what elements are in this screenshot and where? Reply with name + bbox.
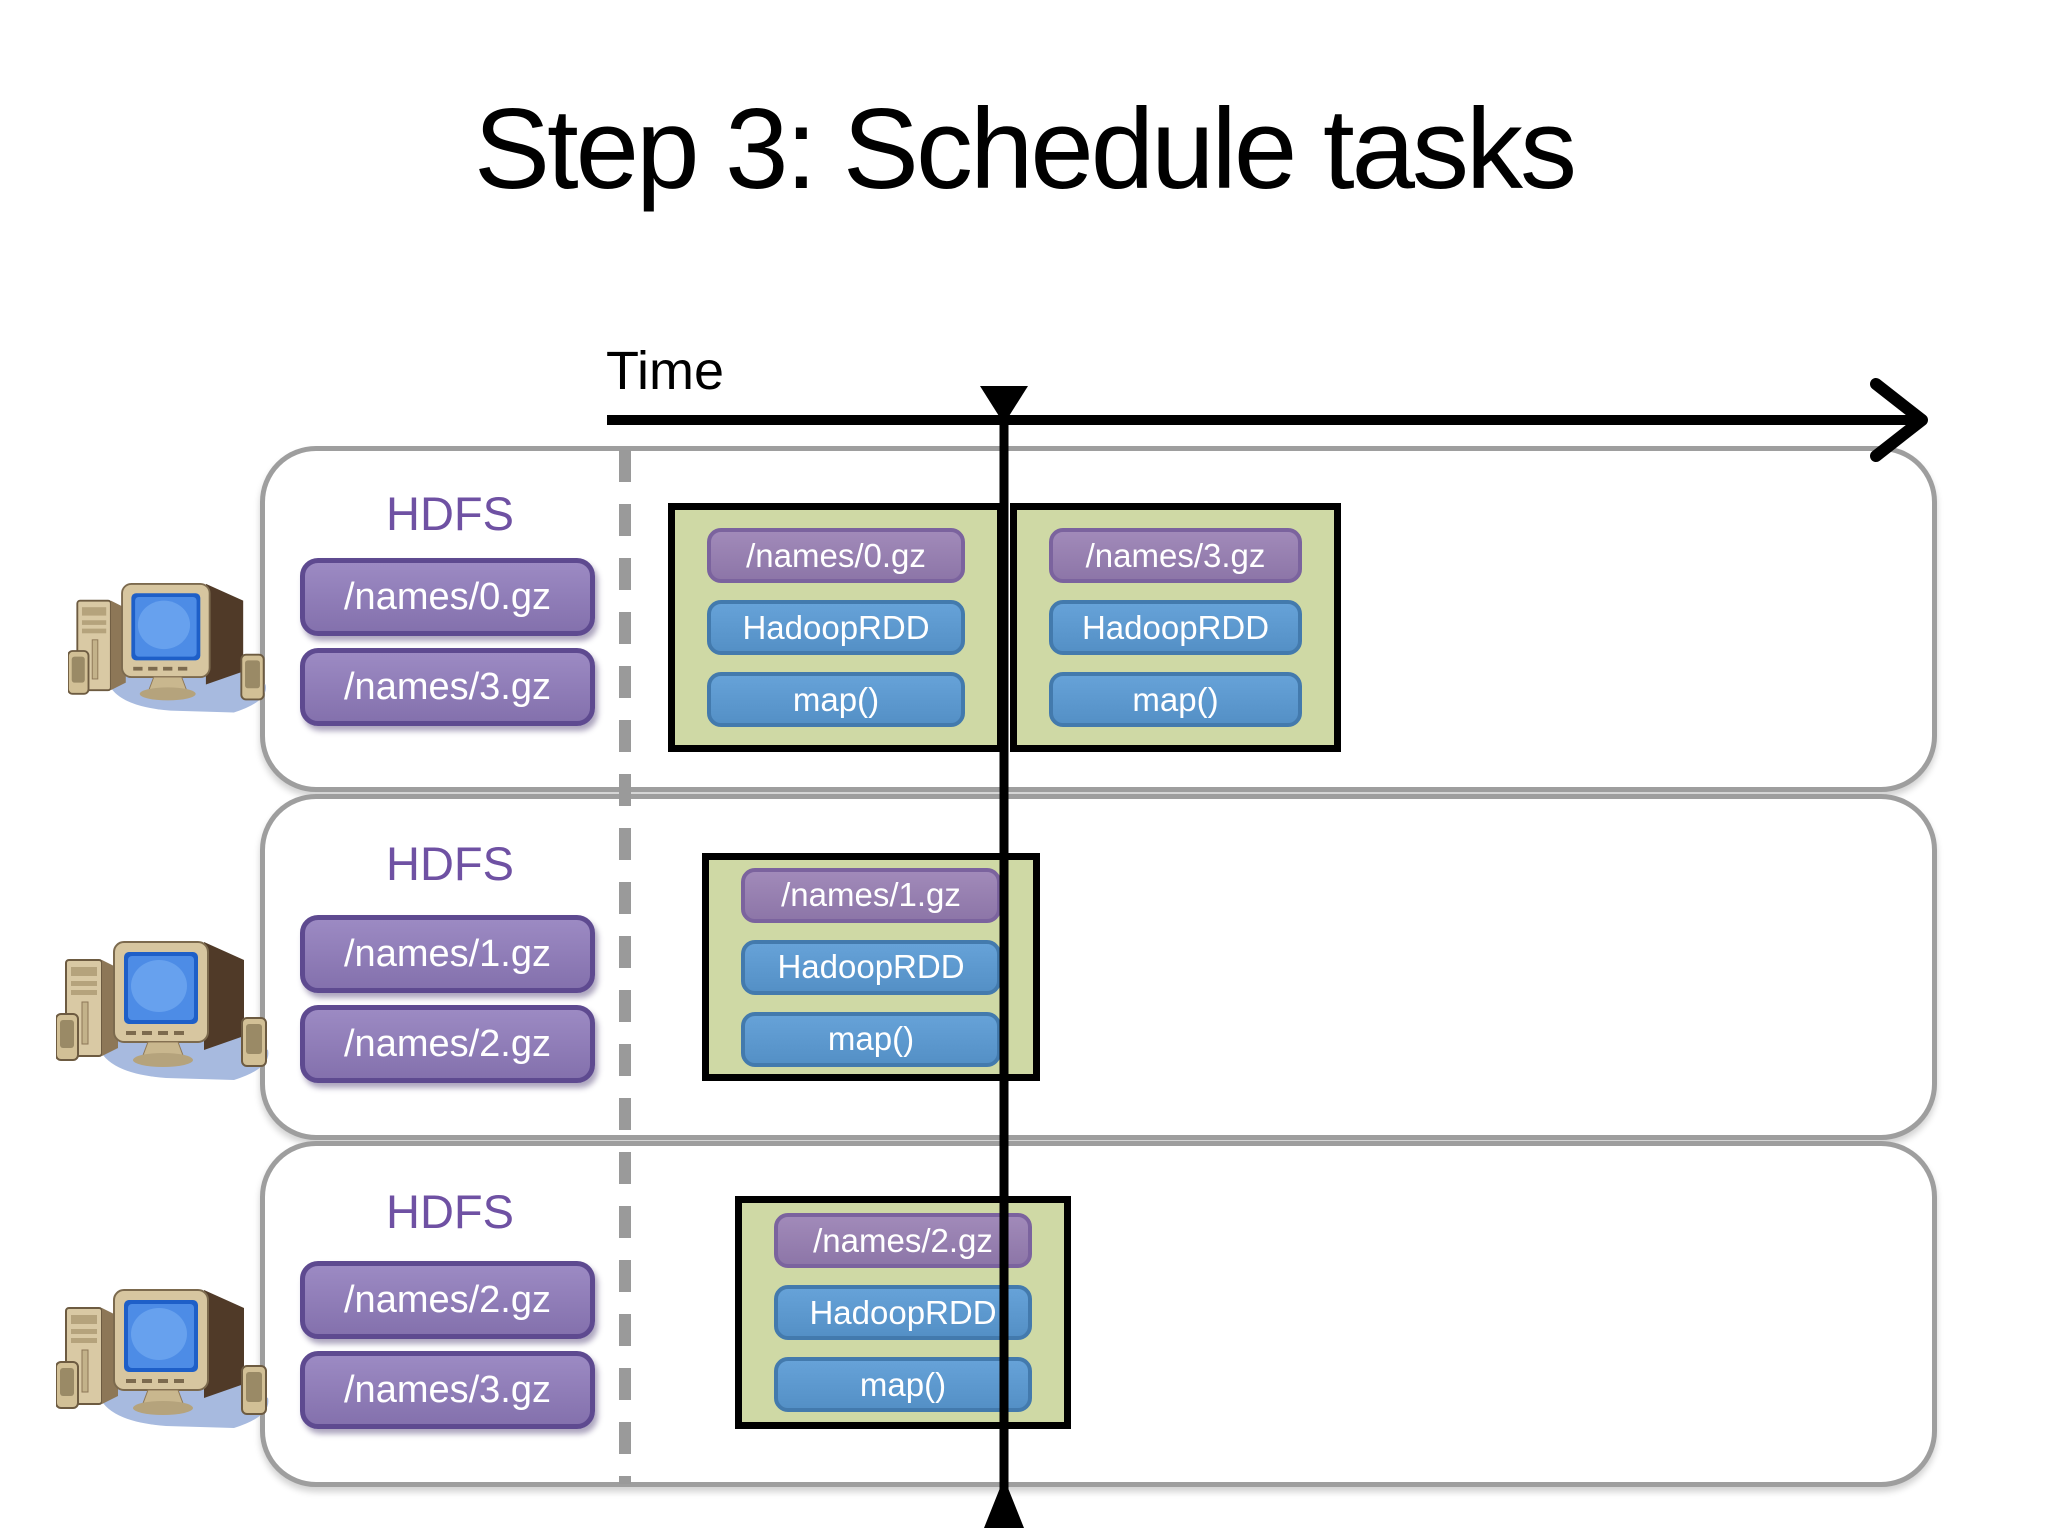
task-file-label: /names/3.gz [1048,528,1303,583]
task-box: /names/0.gz HadoopRDD map() [668,503,1004,752]
time-cursor-top-marker [980,386,1028,424]
task-rdd-label: HadoopRDD [707,600,965,655]
task-box: /names/1.gz HadoopRDD map() [702,853,1040,1081]
task-rdd-label: HadoopRDD [774,1285,1032,1340]
task-rdd-label: HadoopRDD [741,939,1001,995]
slide-title: Step 3: Schedule tasks [473,86,1577,213]
task-file-label: /names/1.gz [741,867,1001,923]
hdfs-file-block: /names/0.gz [300,558,595,636]
time-axis-label: Time [606,341,724,401]
hdfs-file-block: /names/2.gz [300,1261,595,1339]
task-file-label: /names/0.gz [707,528,965,583]
task-op-label: map() [774,1357,1032,1412]
task-box: /names/2.gz HadoopRDD map() [735,1196,1071,1429]
hdfs-label: HDFS [386,1185,514,1238]
task-op-label: map() [741,1011,1001,1067]
task-op-label: map() [707,672,965,727]
stage-boundary-dashed-line [619,450,631,1484]
hdfs-file-block: /names/3.gz [300,648,595,726]
hdfs-file-block: /names/3.gz [300,1351,595,1429]
task-op-label: map() [1048,672,1303,727]
hdfs-label: HDFS [386,487,514,540]
task-box: /names/3.gz HadoopRDD map() [1010,503,1341,752]
task-rdd-label: HadoopRDD [1048,600,1303,655]
computer-icon [56,934,276,1094]
hdfs-file-block: /names/2.gz [300,1005,595,1083]
computer-icon [68,576,273,726]
computer-icon [56,1282,276,1442]
task-file-label: /names/2.gz [774,1213,1032,1268]
hdfs-label: HDFS [386,837,514,890]
hdfs-file-block: /names/1.gz [300,915,595,993]
